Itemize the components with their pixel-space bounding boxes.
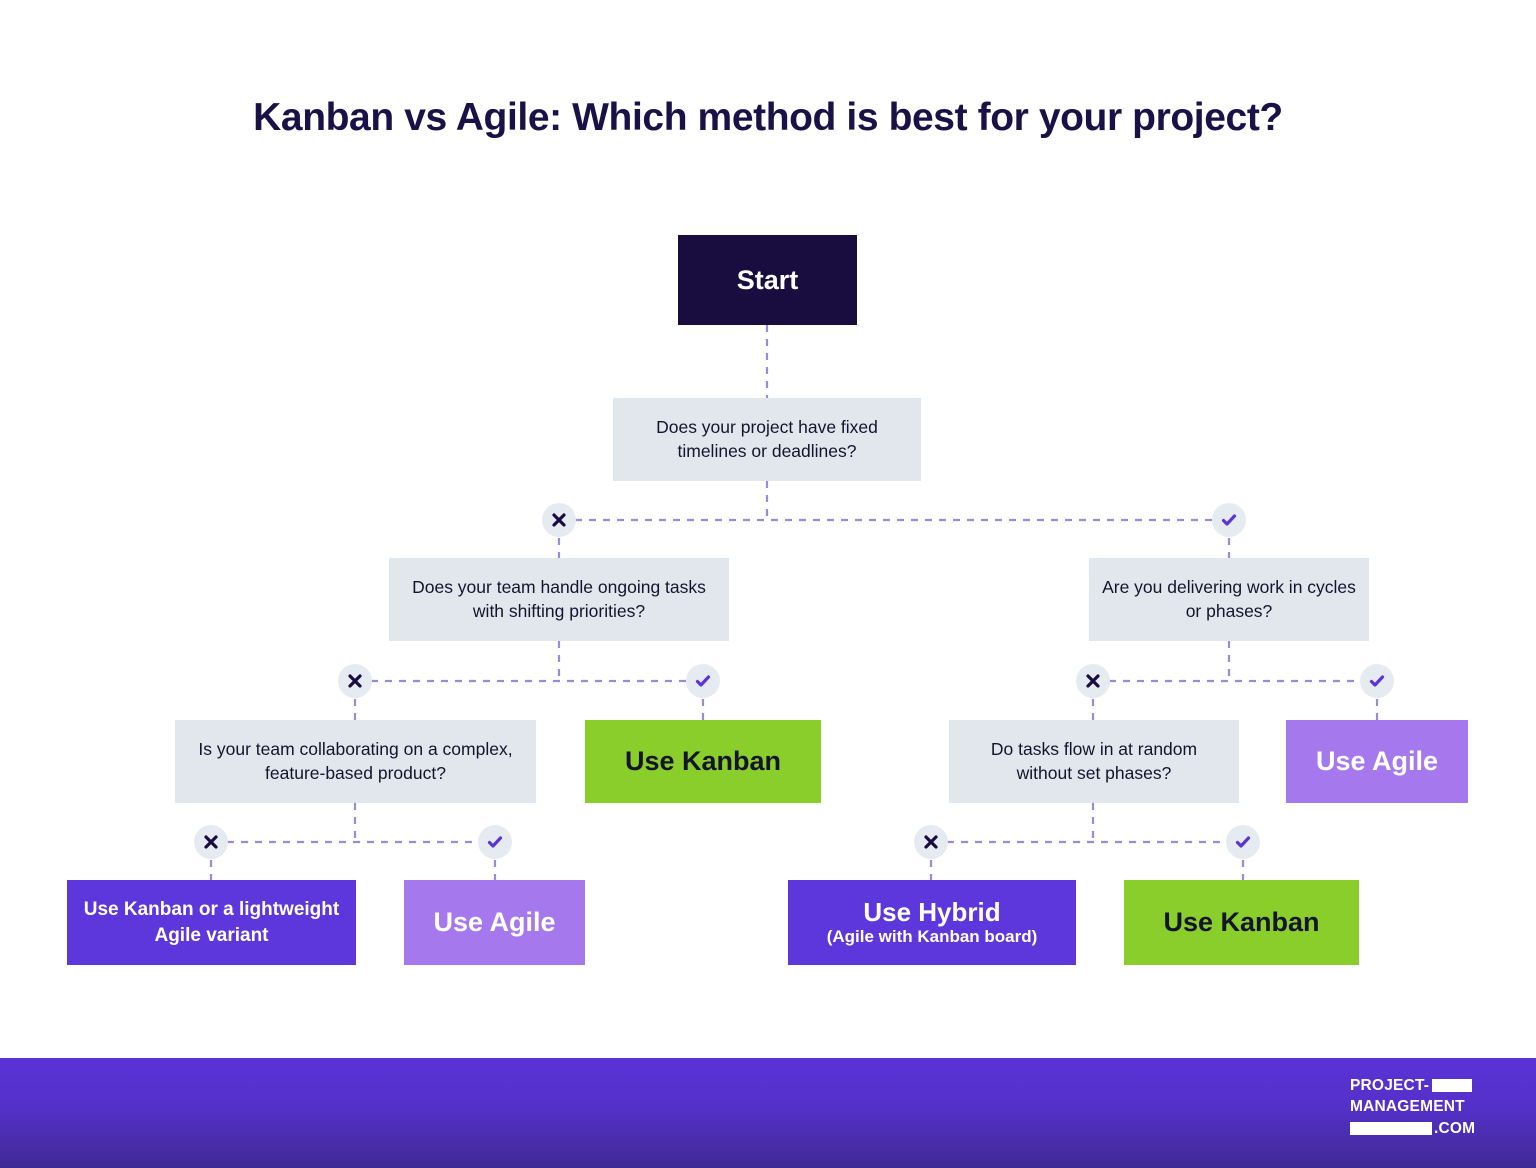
check-icon: [1221, 514, 1237, 526]
marker-yes-q2-right[interactable]: [1360, 664, 1394, 698]
node-question-random-flow-label: Do tasks flow in at random without set p…: [990, 738, 1198, 783]
x-icon: [924, 835, 938, 849]
node-question-fixed-timelines[interactable]: Does your project have fixed timelines o…: [613, 398, 921, 481]
footer-band: [0, 1058, 1536, 1168]
node-outcome-use-hybrid-line2: (Agile with Kanban board): [826, 927, 1038, 947]
node-outcome-use-hybrid-line1: Use Hybrid: [863, 896, 1001, 927]
marker-yes-q3-right[interactable]: [1226, 825, 1260, 859]
marker-no-q2-left[interactable]: [338, 664, 372, 698]
node-question-cycles-phases[interactable]: Are you delivering work in cycles or pha…: [1089, 558, 1369, 641]
x-icon: [552, 513, 566, 527]
marker-yes-q2-left[interactable]: [686, 664, 720, 698]
node-question-ongoing-tasks-label: Does your team handle ongoing tasks with…: [412, 576, 706, 621]
node-outcome-use-kanban-mid-label: Use Kanban: [624, 746, 782, 777]
logo-bar-bottom: [1350, 1121, 1432, 1135]
node-start-label: Start: [736, 264, 799, 295]
marker-no-q3-right[interactable]: [914, 825, 948, 859]
node-outcome-use-agile-bottom-label: Use Agile: [433, 907, 556, 938]
x-icon: [1086, 674, 1100, 688]
node-outcome-use-agile-mid-label: Use Agile: [1315, 746, 1439, 777]
logo-text-com: .COM: [1434, 1119, 1476, 1137]
logo-text-management: MANAGEMENT: [1350, 1098, 1465, 1116]
marker-yes-q1[interactable]: [1212, 503, 1246, 537]
logo-bar-top: [1432, 1079, 1473, 1093]
node-outcome-kanban-or-lightweight-agile[interactable]: Use Kanban or a lightweight Agile varian…: [67, 880, 356, 965]
marker-yes-q3-left[interactable]: [478, 825, 512, 859]
site-logo: PROJECT- MANAGEMENT .COM: [1350, 1075, 1500, 1139]
node-outcome-use-hybrid[interactable]: Use Hybrid (Agile with Kanban board): [788, 880, 1076, 965]
marker-no-q3-left[interactable]: [194, 825, 228, 859]
node-question-complex-product[interactable]: Is your team collaborating on a complex,…: [175, 720, 536, 803]
check-icon: [1369, 675, 1385, 687]
node-start[interactable]: Start: [678, 235, 857, 325]
logo-text-project: PROJECT-: [1350, 1077, 1430, 1094]
logo-line-2: MANAGEMENT: [1350, 1096, 1500, 1117]
x-icon: [204, 835, 218, 849]
marker-no-q1[interactable]: [542, 503, 576, 537]
check-icon: [1235, 836, 1251, 848]
logo-line-3: .COM: [1350, 1118, 1500, 1139]
marker-no-q2-right[interactable]: [1076, 664, 1110, 698]
node-question-random-flow[interactable]: Do tasks flow in at random without set p…: [949, 720, 1239, 803]
node-question-complex-product-label: Is your team collaborating on a complex,…: [198, 738, 513, 783]
check-icon: [695, 675, 711, 687]
node-outcome-use-kanban-mid[interactable]: Use Kanban: [585, 720, 821, 803]
node-outcome-use-kanban-bottom-label: Use Kanban: [1163, 907, 1320, 938]
node-question-ongoing-tasks[interactable]: Does your team handle ongoing tasks with…: [389, 558, 729, 641]
check-icon: [487, 836, 503, 848]
logo-line-1: PROJECT-: [1350, 1075, 1500, 1096]
page-title: Kanban vs Agile: Which method is best fo…: [253, 96, 1283, 139]
node-outcome-use-agile-mid[interactable]: Use Agile: [1286, 720, 1468, 803]
x-icon: [348, 674, 362, 688]
node-outcome-use-kanban-bottom[interactable]: Use Kanban: [1124, 880, 1359, 965]
node-question-fixed-timelines-label: Does your project have fixed timelines o…: [656, 416, 878, 461]
node-question-cycles-phases-label: Are you delivering work in cycles or pha…: [1102, 576, 1356, 621]
node-outcome-use-agile-bottom[interactable]: Use Agile: [404, 880, 585, 965]
node-outcome-kanban-or-lightweight-agile-label: Use Kanban or a lightweight Agile varian…: [83, 898, 340, 946]
